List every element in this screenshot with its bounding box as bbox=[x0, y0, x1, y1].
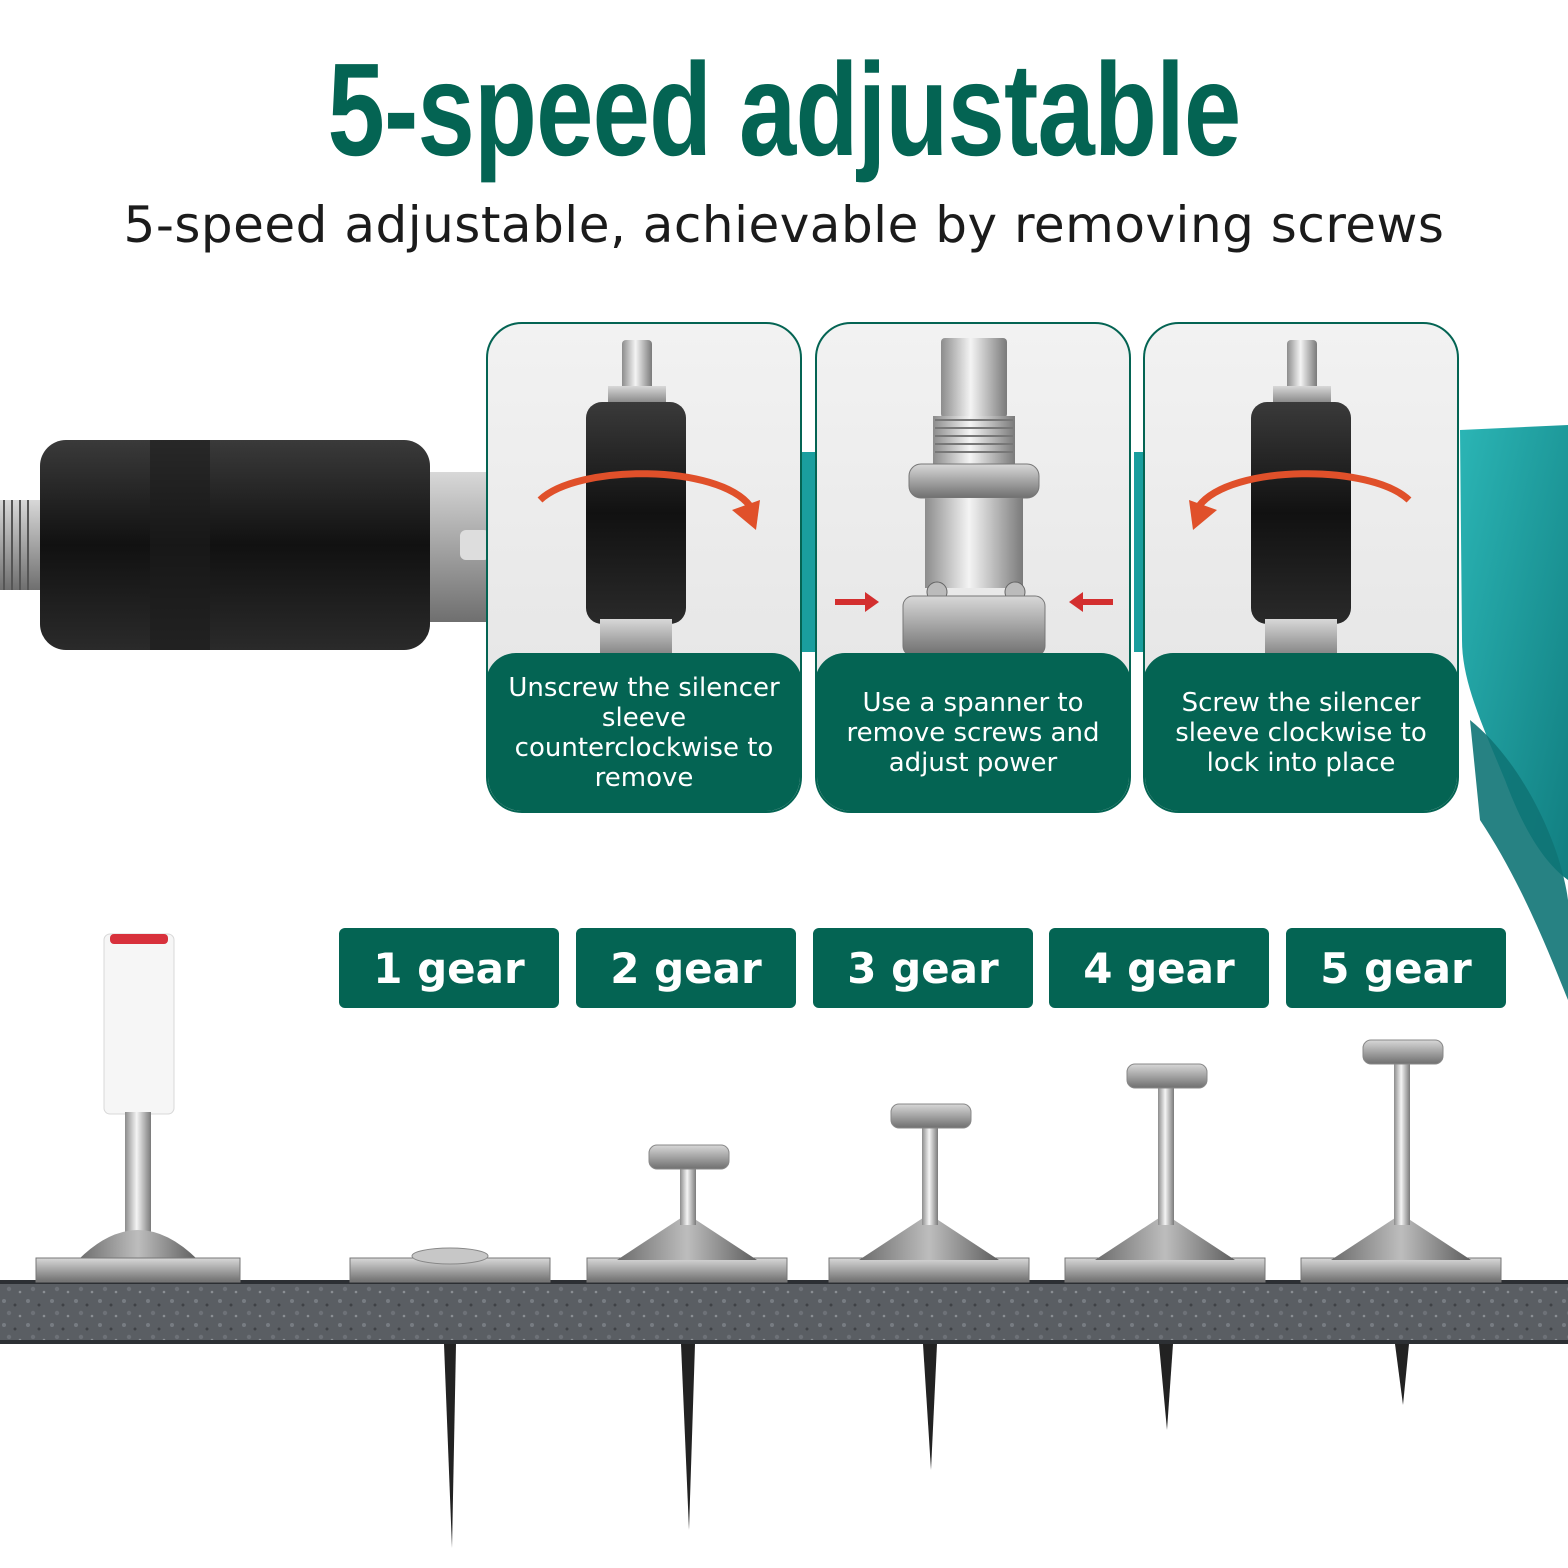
tool-barrel bbox=[0, 440, 490, 650]
step-caption-2: Use a spanner to remove screws and adjus… bbox=[817, 653, 1129, 811]
nail-gear-5 bbox=[1300, 1039, 1502, 1405]
step-caption-3: Screw the silencer sleeve clockwise to l… bbox=[1145, 653, 1457, 811]
tool-body bbox=[800, 425, 1568, 1000]
step-panel-2: Use a spanner to remove screws and adjus… bbox=[815, 322, 1131, 813]
unscrew-sleeve-illustration bbox=[537, 340, 760, 664]
step-panel-3: Screw the silencer sleeve clockwise to l… bbox=[1143, 322, 1459, 813]
gear-label-4: 4 gear bbox=[1049, 928, 1269, 1008]
concrete-surface bbox=[0, 1280, 1568, 1344]
nail-gear-4 bbox=[1064, 1063, 1266, 1430]
reference-nail bbox=[35, 933, 241, 1283]
gear-label-5: 5 gear bbox=[1286, 928, 1506, 1008]
nail-gear-1 bbox=[349, 1247, 551, 1548]
screw-sleeve-illustration bbox=[1189, 340, 1412, 664]
nail-gear-2 bbox=[586, 1144, 788, 1530]
gear-label-2: 2 gear bbox=[576, 928, 796, 1008]
adjust-screws-illustration bbox=[835, 338, 1113, 657]
step-caption-1: Unscrew the silencer sleeve counterclock… bbox=[488, 653, 800, 811]
subheadline: 5-speed adjustable, achievable by removi… bbox=[123, 196, 1445, 254]
headline: 5-speed adjustable bbox=[327, 36, 1242, 183]
gear-label-3: 3 gear bbox=[813, 928, 1033, 1008]
nail-gear-3 bbox=[828, 1103, 1030, 1470]
gear-label-1: 1 gear bbox=[339, 928, 559, 1008]
step-panel-1: Unscrew the silencer sleeve counterclock… bbox=[486, 322, 802, 813]
